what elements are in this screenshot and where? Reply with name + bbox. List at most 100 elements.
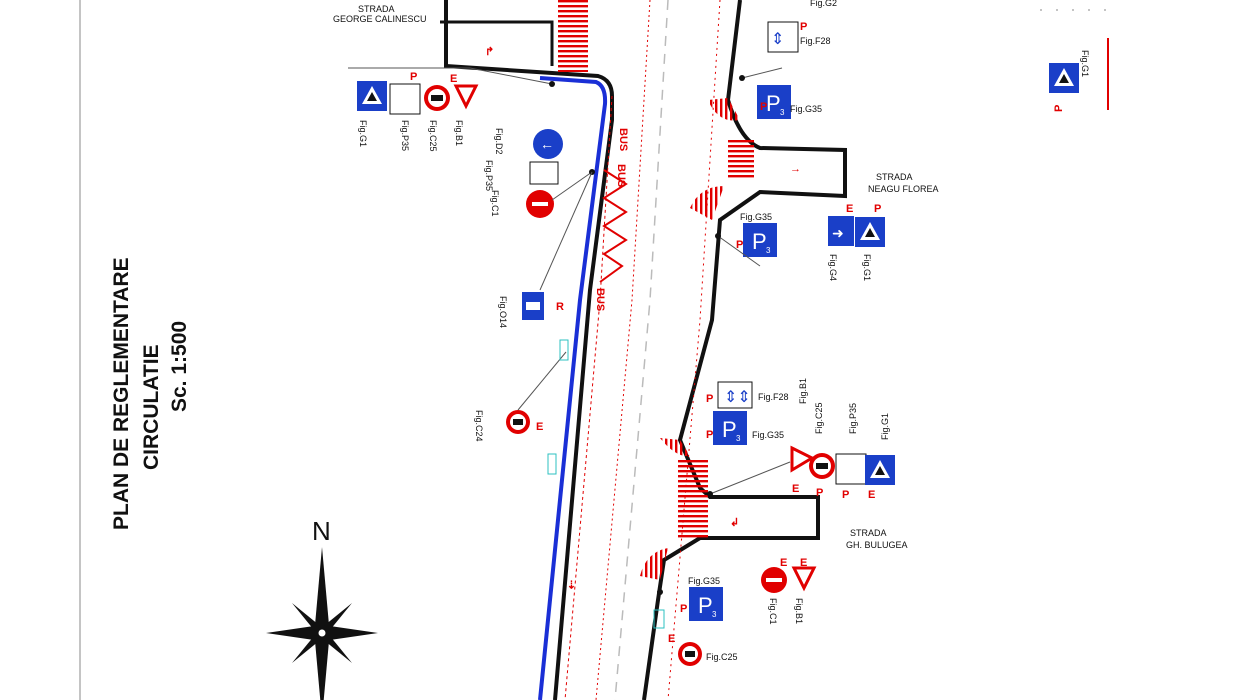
bus-lane-line xyxy=(538,76,608,700)
lane-arrow-florea: → xyxy=(790,163,801,175)
plan-title-block: PLAN DE REGLEMENTARE CIRCULATIE Sc. 1:50… xyxy=(110,257,191,530)
bus-marking-2: BUS xyxy=(615,164,627,187)
title-scale: Sc. 1:500 xyxy=(168,321,191,412)
sign-g4-icon xyxy=(828,216,854,246)
legend-g1-icon xyxy=(1049,63,1079,93)
street-arrow: ↱ xyxy=(485,46,494,58)
north-label: N xyxy=(312,516,331,546)
letter-p-f28-top: P xyxy=(800,21,807,33)
label-c24: Fig.C24 xyxy=(474,410,484,442)
legend-label: Fig.G1 xyxy=(1080,50,1090,77)
title-line2: CIRCULATIE xyxy=(140,344,163,470)
hatch-corner-3 xyxy=(660,438,690,457)
sign-g35-lower-icon xyxy=(713,411,747,445)
sign-p35-right-icon xyxy=(835,453,867,485)
letter-e-1: E xyxy=(450,73,457,85)
sign-c25-bottom-icon xyxy=(678,642,702,666)
lane-arrow-south: ⇢ xyxy=(565,580,577,589)
sign-c24-icon xyxy=(506,410,530,434)
street-kind-bulugea: STRADA xyxy=(850,528,887,538)
lane-arrow-bulugea: ↲ xyxy=(730,517,739,529)
road-left-curb xyxy=(444,0,614,700)
label-d2: Fig.D2 xyxy=(494,128,504,155)
label-o14: Fig.O14 xyxy=(498,296,508,328)
sign-g35-bottom-icon xyxy=(689,587,723,621)
svg-text:⇕: ⇕ xyxy=(771,31,784,48)
hatch-corner-1 xyxy=(708,98,740,121)
sign-p35-stack-icon xyxy=(529,161,559,185)
sign-c1-lower-icon xyxy=(761,567,787,593)
sign-b1-lower-icon xyxy=(791,566,817,592)
label-p35-left: Fig.P35 xyxy=(400,120,410,151)
sign-g1-icon xyxy=(357,81,387,111)
letter-p-f28-lower: P xyxy=(706,393,713,405)
label-f28-lower: Fig.F28 xyxy=(758,392,789,402)
bus-stop-zigzag xyxy=(599,169,628,283)
letter-e-bottom: E xyxy=(668,633,675,645)
svg-text:←: ← xyxy=(540,136,554,152)
hatch-corner-4 xyxy=(640,548,668,580)
label-g1-mid: Fig.G1 xyxy=(862,254,872,281)
letter-e-right-1: E xyxy=(792,483,799,495)
sign-d2-icon: ← xyxy=(533,129,563,159)
letter-e-lower-2: E xyxy=(800,557,807,569)
letter-p-g35-top: P xyxy=(760,101,767,113)
label-g2-top: Fig.G2 xyxy=(810,0,837,8)
bus-marking-1: BUS xyxy=(617,128,629,151)
sign-g1-right-icon xyxy=(865,455,895,485)
legend-letter-p: P xyxy=(1053,105,1065,112)
sign-b1-right-icon xyxy=(790,445,816,473)
label-g35-bottom: Fig.G35 xyxy=(688,576,720,586)
street-calinescu-outline xyxy=(440,20,554,66)
svg-text:➜: ➜ xyxy=(832,225,844,241)
leader-marker-1 xyxy=(559,339,569,361)
street-name-bulugea: GH. BULUGEA xyxy=(846,540,908,550)
label-b1-lower: Fig.B1 xyxy=(794,598,804,624)
hatch-corner-2 xyxy=(690,186,724,220)
label-g1-left: Fig.G1 xyxy=(358,120,368,147)
bus-marking-3: BUS xyxy=(594,288,606,311)
letter-p-g35-mid: P xyxy=(736,239,743,251)
sign-f28-icon xyxy=(767,21,799,53)
letter-r: R xyxy=(556,301,564,313)
letter-e-c24: E xyxy=(536,421,543,433)
lane-divider xyxy=(564,95,613,700)
svg-text:⇕⇕: ⇕⇕ xyxy=(724,389,751,406)
letter-p-g35-lower: P xyxy=(706,429,713,441)
street-name-florea: NEAGU FLOREA xyxy=(868,184,939,194)
label-p35-stack: Fig.P35 xyxy=(484,160,494,191)
sign-c25-icon xyxy=(424,85,450,111)
sign-c1-icon xyxy=(526,190,554,218)
sign-c25-right-icon xyxy=(809,453,835,479)
crosswalk-florea xyxy=(728,140,754,180)
label-c25-right: Fig.C25 xyxy=(814,402,824,434)
label-g1-right: Fig.G1 xyxy=(880,413,890,440)
label-b1-right: Fig.B1 xyxy=(798,378,808,404)
letter-e-mid: E xyxy=(846,203,853,215)
leader-marker-2 xyxy=(547,453,557,475)
letter-p-right-2: P xyxy=(842,489,849,501)
title-line1: PLAN DE REGLEMENTARE xyxy=(110,257,133,530)
label-g35-mid: Fig.G35 xyxy=(740,212,772,222)
north-arrow-icon xyxy=(266,547,378,700)
label-b1-left: Fig.B1 xyxy=(454,120,464,146)
label-g35-top: Fig.G35 xyxy=(790,104,822,114)
street-kind-florea: STRADA xyxy=(876,172,913,182)
letter-p-g35-bottom: P xyxy=(680,603,687,615)
letter-p-right-1: P xyxy=(816,487,823,499)
label-c1: Fig.C1 xyxy=(490,190,500,217)
letter-p-mid: P xyxy=(874,203,881,215)
letter-e-right-2: E xyxy=(868,489,875,501)
leader-marker-3 xyxy=(653,609,665,629)
crosswalk-north xyxy=(558,0,588,72)
label-g4: Fig.G4 xyxy=(828,254,838,281)
label-g35-lower: Fig.G35 xyxy=(752,430,784,440)
sign-f28-lower-icon xyxy=(717,381,753,409)
label-c25-bottom: Fig.C25 xyxy=(706,652,738,662)
label-c1-lower: Fig.C1 xyxy=(768,598,778,625)
sign-g1-mid-icon xyxy=(855,217,885,247)
letter-e-lower-1: E xyxy=(780,557,787,569)
sign-g35-mid-icon xyxy=(743,223,777,257)
label-c25-left: Fig.C25 xyxy=(428,120,438,152)
